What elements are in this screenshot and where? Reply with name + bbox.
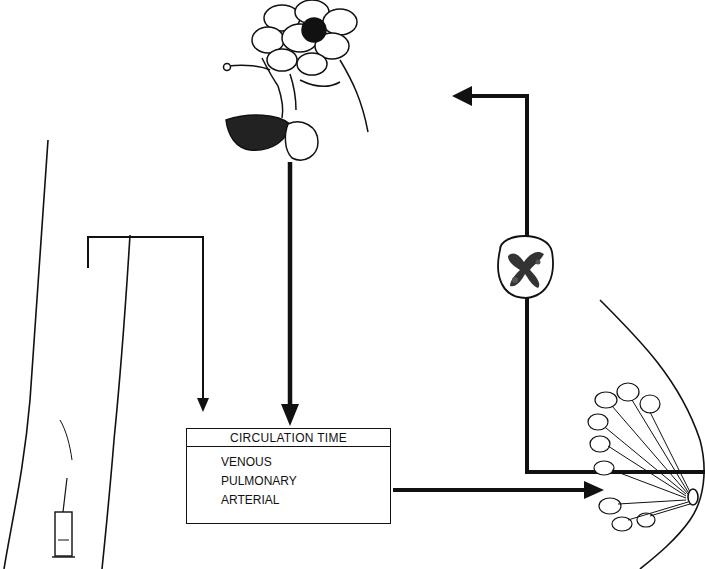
table-heading: CIRCULATION TIME bbox=[187, 429, 390, 447]
spinal-cord-section bbox=[498, 236, 553, 298]
arrow-breast-to-pituitary bbox=[452, 86, 705, 472]
table-row: ARTERIAL bbox=[187, 491, 390, 510]
pituitary-drawing bbox=[224, 0, 369, 160]
breast-drawing bbox=[588, 300, 704, 569]
table-row: VENOUS bbox=[187, 453, 390, 472]
arrow-pituitary-to-box bbox=[281, 162, 299, 426]
table-row: PULMONARY bbox=[187, 472, 390, 491]
forearm-drawing bbox=[4, 140, 130, 569]
arrow-arm-to-box bbox=[88, 237, 209, 412]
arrow-box-to-breast bbox=[393, 481, 604, 499]
table-box: CIRCULATION TIME VENOUSPULMONARYARTERIAL bbox=[186, 428, 391, 524]
